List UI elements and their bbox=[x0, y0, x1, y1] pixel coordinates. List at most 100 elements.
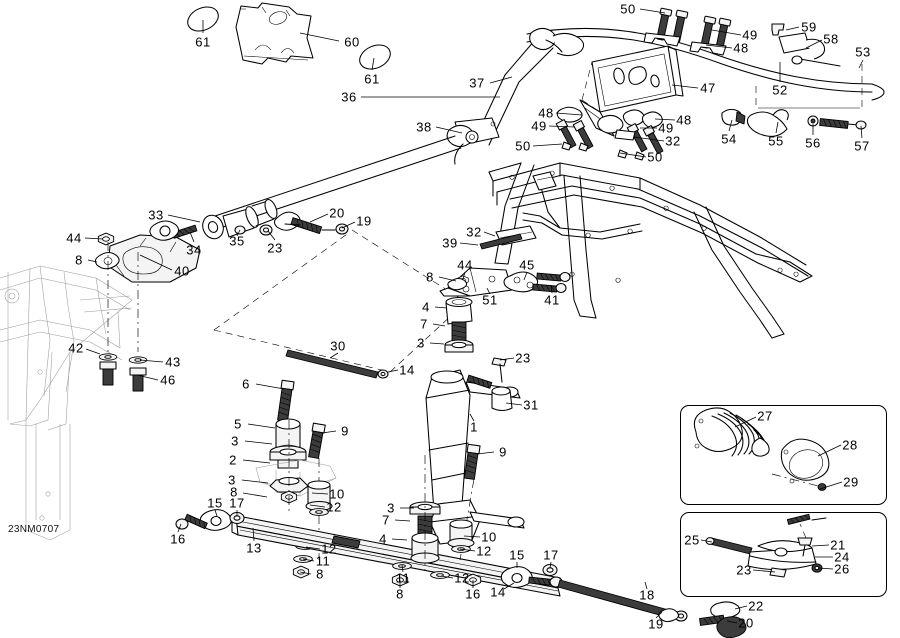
callout-label-44: 44 bbox=[457, 257, 473, 273]
callout-label-38: 38 bbox=[416, 119, 432, 135]
callout-label-28: 28 bbox=[842, 437, 858, 453]
callout-label-54: 54 bbox=[721, 131, 737, 147]
handlebar-assembly bbox=[526, 23, 885, 109]
leader-line-23 bbox=[752, 569, 776, 573]
callout-label-14: 14 bbox=[490, 584, 506, 600]
callout-label-47: 47 bbox=[700, 80, 716, 96]
callout-label-61: 61 bbox=[364, 71, 380, 87]
callout-label-40: 40 bbox=[174, 263, 190, 279]
callout-label-16: 16 bbox=[170, 531, 186, 547]
leader-line-51 bbox=[486, 287, 491, 295]
callout-label-61: 61 bbox=[195, 34, 211, 50]
leader-line-46 bbox=[136, 374, 159, 381]
callout-label-46: 46 bbox=[160, 372, 176, 388]
leader-line-18 bbox=[644, 581, 648, 590]
leader-line-25 bbox=[700, 539, 713, 543]
leader-line-49 bbox=[548, 125, 576, 128]
leader-line-41 bbox=[550, 284, 553, 294]
inset-21-26-contents bbox=[705, 513, 827, 578]
callout-label-52: 52 bbox=[772, 82, 788, 98]
leader-line-30 bbox=[329, 352, 339, 359]
part-31 bbox=[466, 374, 513, 412]
parts-54-57-throttle-lever bbox=[721, 108, 867, 137]
callout-label-23: 23 bbox=[515, 350, 531, 366]
leader-line-4 bbox=[434, 306, 448, 309]
callout-label-48: 48 bbox=[676, 112, 692, 128]
callout-label-35: 35 bbox=[229, 233, 245, 249]
parts-20-22-lower bbox=[699, 601, 747, 638]
part-30-rod bbox=[285, 349, 389, 379]
callout-label-21: 21 bbox=[830, 537, 846, 553]
leader-line-26 bbox=[817, 567, 834, 570]
leader-line-37 bbox=[489, 76, 513, 84]
parts-48-49-clamps-top bbox=[643, 32, 727, 56]
callout-label-22: 22 bbox=[748, 598, 764, 614]
leader-line-10 bbox=[311, 492, 329, 495]
callout-label-20: 20 bbox=[329, 205, 345, 221]
callout-label-45: 45 bbox=[519, 257, 535, 273]
leader-line-45 bbox=[523, 271, 528, 281]
parts-20-19-upper-rod bbox=[273, 211, 349, 235]
right-bushing-stack bbox=[430, 519, 482, 587]
leader-line-11 bbox=[302, 558, 315, 562]
callout-label-19: 19 bbox=[648, 616, 664, 632]
leader-line-14 bbox=[387, 369, 399, 373]
leader-line-44 bbox=[462, 271, 466, 280]
leader-line-40 bbox=[139, 254, 173, 271]
callout-label-17: 17 bbox=[229, 495, 245, 511]
callout-label-23: 23 bbox=[736, 562, 752, 578]
callout-label-49: 49 bbox=[742, 27, 758, 43]
leader-line-1 bbox=[469, 413, 475, 422]
callout-label-56: 56 bbox=[805, 135, 821, 151]
leader-line-58 bbox=[805, 39, 823, 49]
leader-line-9 bbox=[476, 451, 495, 455]
leader-line-3 bbox=[244, 440, 273, 445]
leader-line-42 bbox=[85, 348, 101, 355]
leader-line-3 bbox=[241, 479, 269, 484]
leader-line-12 bbox=[305, 546, 321, 550]
leader-line-2 bbox=[242, 459, 271, 464]
leader-line-8 bbox=[242, 492, 268, 498]
part-51-bracket bbox=[439, 267, 513, 297]
drawing-code: 23NM0707 bbox=[8, 524, 60, 535]
callout-label-27: 27 bbox=[757, 408, 773, 424]
callout-leader-lines bbox=[84, 8, 864, 624]
leader-line-57 bbox=[860, 125, 863, 139]
leader-line-39 bbox=[459, 242, 479, 246]
part-37-steering-column bbox=[475, 27, 585, 146]
callout-label-9: 9 bbox=[341, 423, 349, 439]
callout-label-49: 49 bbox=[658, 120, 674, 136]
leader-line-19 bbox=[655, 611, 663, 619]
leader-line-17 bbox=[549, 561, 552, 569]
leader-line-27 bbox=[734, 416, 757, 428]
leader-line-4 bbox=[391, 538, 408, 541]
leader-line-21 bbox=[811, 544, 830, 547]
leader-line-23 bbox=[499, 357, 515, 361]
callout-label-43: 43 bbox=[165, 354, 181, 370]
callout-label-12: 12 bbox=[454, 570, 470, 586]
leader-line-20 bbox=[309, 213, 329, 223]
leader-line-43 bbox=[139, 359, 164, 363]
inset-frame-boot bbox=[680, 405, 887, 505]
leader-line-20 bbox=[726, 620, 738, 624]
callout-label-24: 24 bbox=[834, 549, 850, 565]
callout-label-60: 60 bbox=[344, 34, 360, 50]
leader-line-8 bbox=[87, 259, 98, 263]
leader-line-12 bbox=[459, 548, 476, 552]
callout-label-16: 16 bbox=[465, 586, 481, 602]
leader-line-19 bbox=[341, 221, 356, 229]
callout-label-3: 3 bbox=[417, 335, 425, 351]
callout-label-8: 8 bbox=[230, 484, 238, 500]
callout-label-57: 57 bbox=[854, 138, 870, 154]
leader-line-11 bbox=[401, 564, 404, 573]
leader-line-12 bbox=[440, 575, 454, 579]
callout-label-50: 50 bbox=[515, 138, 531, 154]
callout-label-39: 39 bbox=[442, 235, 458, 251]
callout-label-3: 3 bbox=[231, 433, 239, 449]
callout-label-48: 48 bbox=[538, 105, 554, 121]
leader-line-29 bbox=[819, 481, 843, 490]
callout-label-50: 50 bbox=[620, 1, 636, 17]
callout-label-10: 10 bbox=[329, 486, 345, 502]
leader-line-53 bbox=[858, 59, 864, 69]
